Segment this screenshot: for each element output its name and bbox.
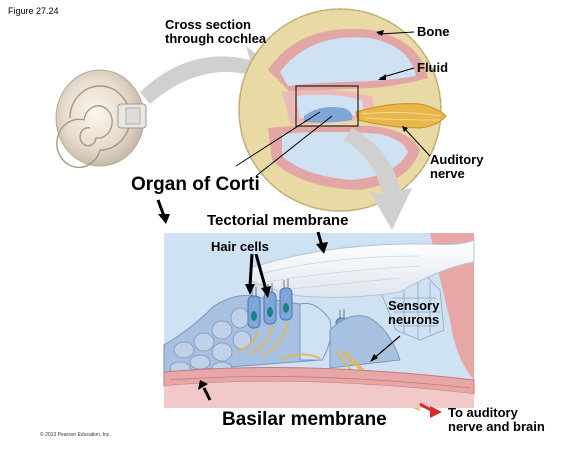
label-fluid: Fluid [417, 60, 449, 75]
leader-lines [235, 31, 431, 177]
label-auditory-nerve: Auditory nerve [430, 152, 484, 181]
label-hair-cells: Hair cells [211, 239, 269, 254]
zoom-arrow-top [140, 46, 276, 104]
cross-section [238, 8, 447, 212]
figure-label: Figure 27.24 [8, 6, 59, 16]
label-organ-of-corti: Organ of Corti [131, 174, 260, 195]
label-sensory-neurons: Sensory neurons [388, 298, 440, 327]
label-arrows [156, 199, 324, 401]
label-to-auditory-nerve-and-brain: To auditory nerve and brain [448, 405, 545, 434]
cochlea-shell [55, 69, 147, 169]
zoom-arrow-bottom [344, 128, 412, 230]
detail-panel [163, 233, 475, 411]
label-tectorial-membrane: Tectorial membrane [207, 212, 349, 229]
label-basilar-membrane: Basilar membrane [222, 409, 387, 430]
label-cross-section: Cross section through cochlea [165, 17, 267, 46]
label-bone: Bone [417, 24, 450, 39]
copyright-text: © 2013 Pearson Education, Inc. [40, 432, 111, 438]
